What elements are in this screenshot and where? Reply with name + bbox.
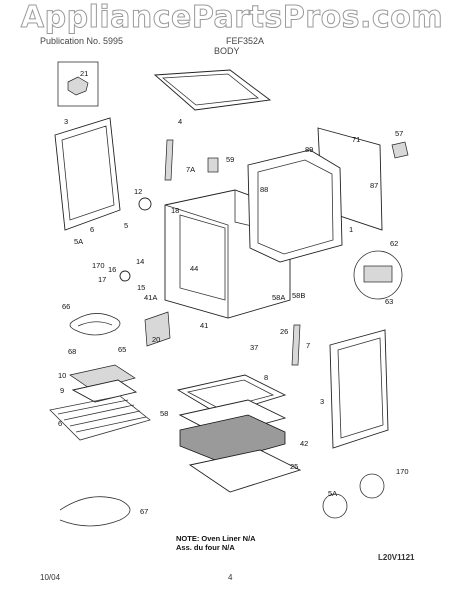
publication-number: Publication No. 5995	[40, 36, 124, 46]
callout-17: 17	[98, 275, 107, 284]
part-88-back-frame	[247, 149, 343, 263]
callout-37: 37	[250, 343, 259, 352]
callout-42: 42	[300, 439, 309, 448]
note-line-1: NOTE: Oven Liner N/A	[176, 534, 256, 543]
callout-66: 66	[62, 302, 71, 311]
callout-4: 4	[178, 117, 183, 126]
inset-circle-170	[359, 473, 385, 499]
part-57-label	[391, 141, 409, 159]
inset-circle-62	[353, 250, 403, 300]
callout-44: 44	[190, 264, 199, 273]
callout-20: 20	[152, 335, 161, 344]
callout-16: 16	[108, 265, 117, 274]
callout-1: 1	[349, 225, 354, 234]
part-16-sensor	[119, 270, 131, 282]
callout-18: 18	[171, 206, 180, 215]
callout-62: 62	[390, 239, 399, 248]
callout-58b: 58B	[292, 291, 306, 300]
inset-box-21	[57, 61, 99, 107]
inset-circle-5a	[322, 493, 348, 519]
callout-8: 8	[264, 373, 269, 382]
callout-58: 58	[160, 409, 169, 418]
part-7a-hinge	[164, 139, 174, 181]
callout-65: 65	[118, 345, 127, 354]
callout-21: 21	[80, 69, 89, 78]
part-25-bottom-plate	[188, 449, 302, 493]
callout-41a: 41A	[144, 293, 158, 302]
callout-170-lower: 170	[396, 467, 409, 476]
callout-68: 68	[68, 347, 77, 356]
model-number: FEF352A	[226, 36, 265, 46]
callout-7a: 7A	[186, 165, 196, 174]
part-21-bracket	[67, 76, 89, 96]
callout-25: 25	[290, 462, 299, 471]
callout-6-lower: 6	[58, 419, 63, 428]
section-title: BODY	[214, 46, 240, 56]
callout-58a: 58A	[272, 293, 286, 302]
note: NOTE: Oven Liner N/A Ass. du four N/A	[176, 534, 256, 553]
callout-12: 12	[134, 187, 143, 196]
note-line-2: Ass. du four N/A	[176, 543, 235, 553]
callout-3: 3	[64, 117, 69, 126]
callout-63: 63	[385, 297, 394, 306]
callout-170-upper: 170	[92, 261, 105, 270]
part-20-bracket	[144, 311, 171, 347]
callout-57: 57	[395, 129, 404, 138]
part-10-broil-pan	[69, 364, 136, 391]
callout-41: 41	[200, 321, 209, 330]
callout-14: 14	[136, 257, 145, 266]
page-number: 4	[228, 573, 233, 582]
callout-9: 9	[60, 386, 65, 395]
callout-88: 88	[260, 185, 269, 194]
part-3-side-panel-left	[54, 117, 121, 231]
callout-5a-lower: 5A	[328, 489, 338, 498]
diagram-code: L20V1121	[378, 553, 415, 562]
callout-3-right: 3	[320, 397, 325, 406]
part-7-hinge	[291, 324, 301, 366]
part-59-knob	[207, 157, 219, 173]
callout-5a-upper: 5A	[74, 237, 84, 246]
part-12-switch	[138, 197, 152, 211]
callout-7: 7	[306, 341, 311, 350]
part-68-bake-element	[69, 313, 121, 336]
callout-89: 89	[305, 145, 314, 154]
part-8-drawer-panel	[176, 374, 287, 416]
callout-15: 15	[137, 283, 146, 292]
part-6-oven-rack	[49, 395, 151, 441]
watermark: AppliancePartsPros.com	[20, 0, 444, 36]
callout-26: 26	[280, 327, 289, 336]
part-67-broil-element	[59, 496, 131, 527]
callout-5: 5	[124, 221, 129, 230]
callout-87: 87	[370, 181, 379, 190]
footer-date: 10/04	[40, 573, 61, 582]
callout-67: 67	[140, 507, 149, 516]
callout-59: 59	[226, 155, 235, 164]
part-4-top-panel	[153, 69, 272, 111]
callout-10: 10	[58, 371, 67, 380]
part-3-side-panel-right	[329, 329, 389, 449]
callout-71: 71	[352, 135, 361, 144]
part-9-broil-grid	[71, 379, 138, 403]
callout-6-upper: 6	[90, 225, 95, 234]
